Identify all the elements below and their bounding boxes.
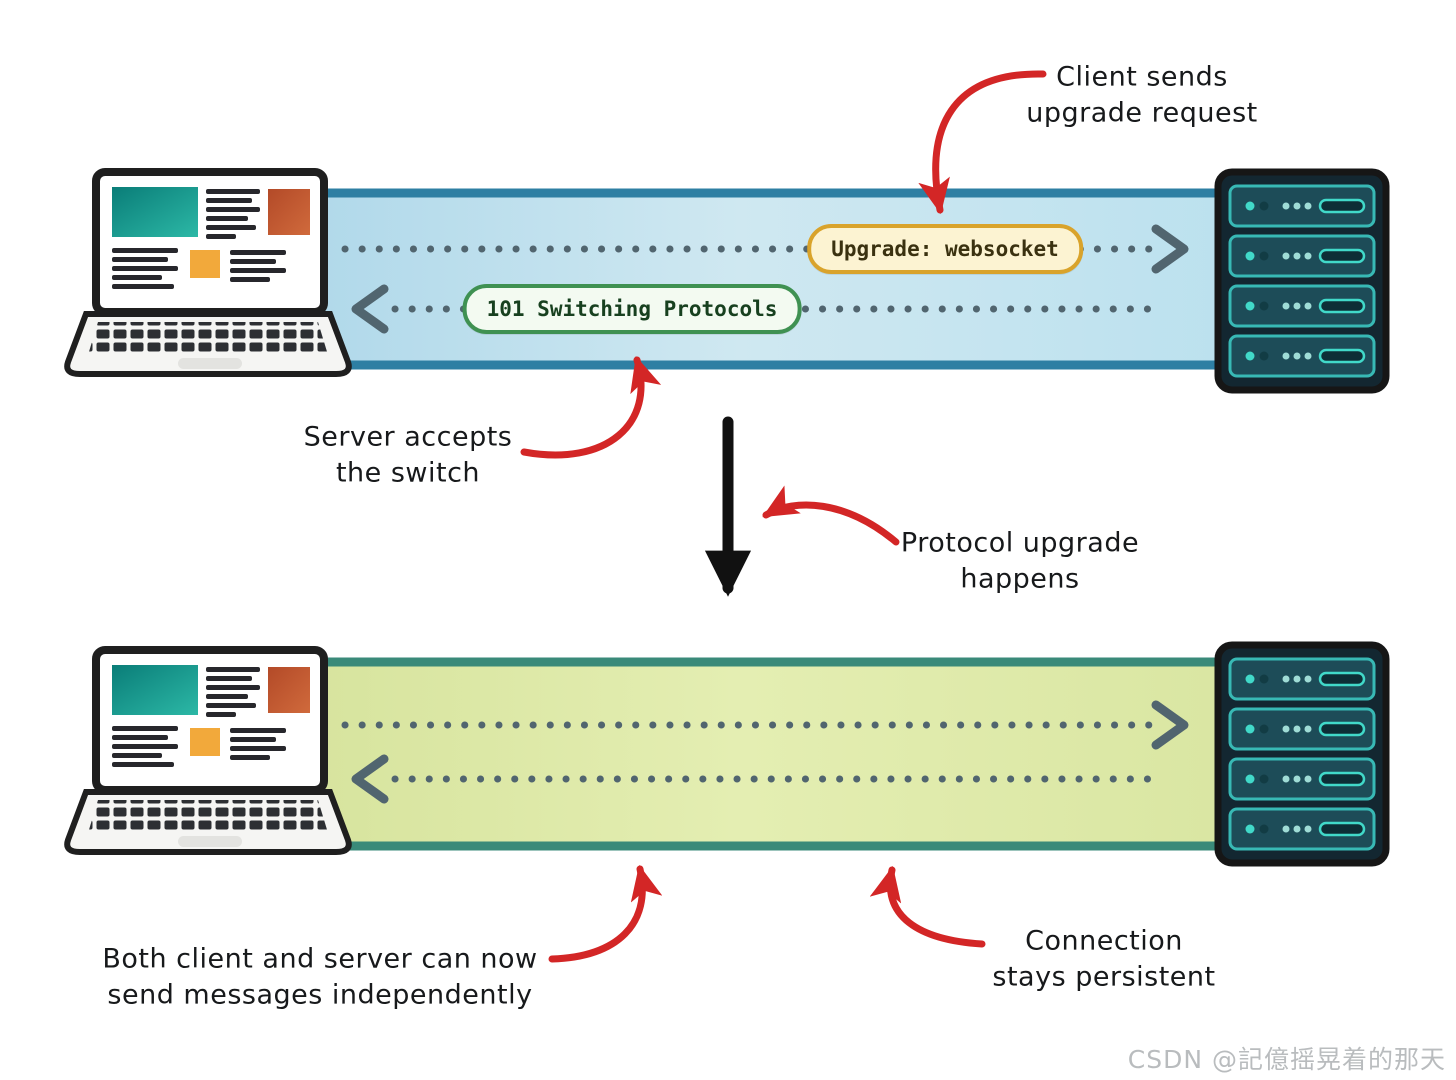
annotation-arrows bbox=[520, 70, 1047, 963]
switching-protocols-badge: 101 Switching Protocols bbox=[462, 284, 802, 334]
right-arrowhead-icon bbox=[1151, 700, 1189, 750]
right-arrowhead-icon bbox=[1151, 224, 1189, 274]
upgrade-channel bbox=[180, 188, 1300, 370]
protocol-upgrade-arrow-icon bbox=[762, 485, 900, 546]
persistent-channel bbox=[180, 657, 1300, 851]
persistent-connection-arrow-icon bbox=[869, 865, 986, 948]
server-rack-icon-bottom bbox=[1218, 645, 1386, 863]
protocol-upgrade-note: Protocol upgrade happens bbox=[900, 527, 1140, 595]
persistent-connection-note: Connection stays persistent bbox=[992, 925, 1216, 993]
independent-messages-arrow-icon bbox=[548, 864, 663, 963]
watermark: CSDN @記億摇晃着的那天 bbox=[1127, 1045, 1446, 1074]
server-accepts-arrow-icon bbox=[520, 355, 662, 459]
upgrade-request-badge: Upgrade: websocket bbox=[807, 224, 1083, 274]
left-arrowhead-icon bbox=[351, 754, 389, 804]
left-arrowhead-icon bbox=[351, 284, 389, 334]
independent-messages-note: Both client and server can now send mess… bbox=[102, 943, 538, 1011]
client-laptop-icon-bottom bbox=[67, 650, 349, 852]
server-rack-icon bbox=[1218, 172, 1386, 390]
client-request-note: Client sends upgrade request bbox=[1026, 61, 1258, 129]
server-accepts-note: Server accepts the switch bbox=[303, 421, 513, 489]
client-laptop-icon bbox=[67, 172, 349, 374]
client-request-arrow-icon bbox=[918, 70, 1047, 215]
